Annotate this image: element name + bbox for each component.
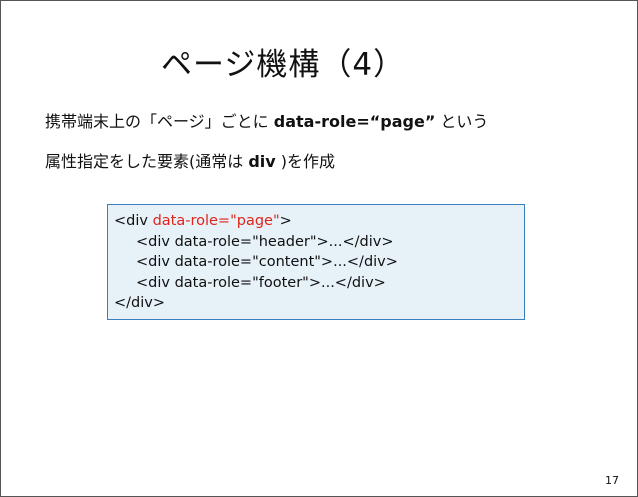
body-line-2: 属性指定をした要素(通常は div )を作成 xyxy=(45,142,615,182)
slide-title: ページ機構（4） xyxy=(161,47,406,83)
body-line-1-prefix: 携帯端末上の「ページ」ごとに xyxy=(45,112,274,131)
body-line-1-bold: data-role=“page” xyxy=(273,112,436,131)
code-line-2: <div data-role="header">...</div> xyxy=(136,233,394,250)
code-line-5: </div> xyxy=(114,295,165,311)
code-line-4: <div data-role="footer">...</div> xyxy=(136,274,386,291)
body-text: 携帯端末上の「ページ」ごとに data-role=“page” という 属性指定… xyxy=(45,102,615,182)
code-line-1-attribute: data-role="page" xyxy=(152,213,280,229)
body-line-2-suffix: )を作成 xyxy=(275,152,336,171)
body-line-2-prefix: 属性指定をした要素(通常は xyxy=(45,152,249,171)
code-line-1-close: > xyxy=(279,213,292,229)
code-line-3: <div data-role="content">...</div> xyxy=(136,254,398,270)
code-line-1: <div data-role="page"> xyxy=(114,211,524,232)
page-number: 17 xyxy=(605,474,619,487)
body-line-1-suffix: という xyxy=(435,112,489,131)
code-line-1-open: <div xyxy=(114,213,153,229)
body-line-2-bold: div xyxy=(248,152,276,171)
body-line-1: 携帯端末上の「ページ」ごとに data-role=“page” という xyxy=(45,102,615,142)
code-example-box: <div data-role="page"> <div data-role="h… xyxy=(107,204,525,320)
